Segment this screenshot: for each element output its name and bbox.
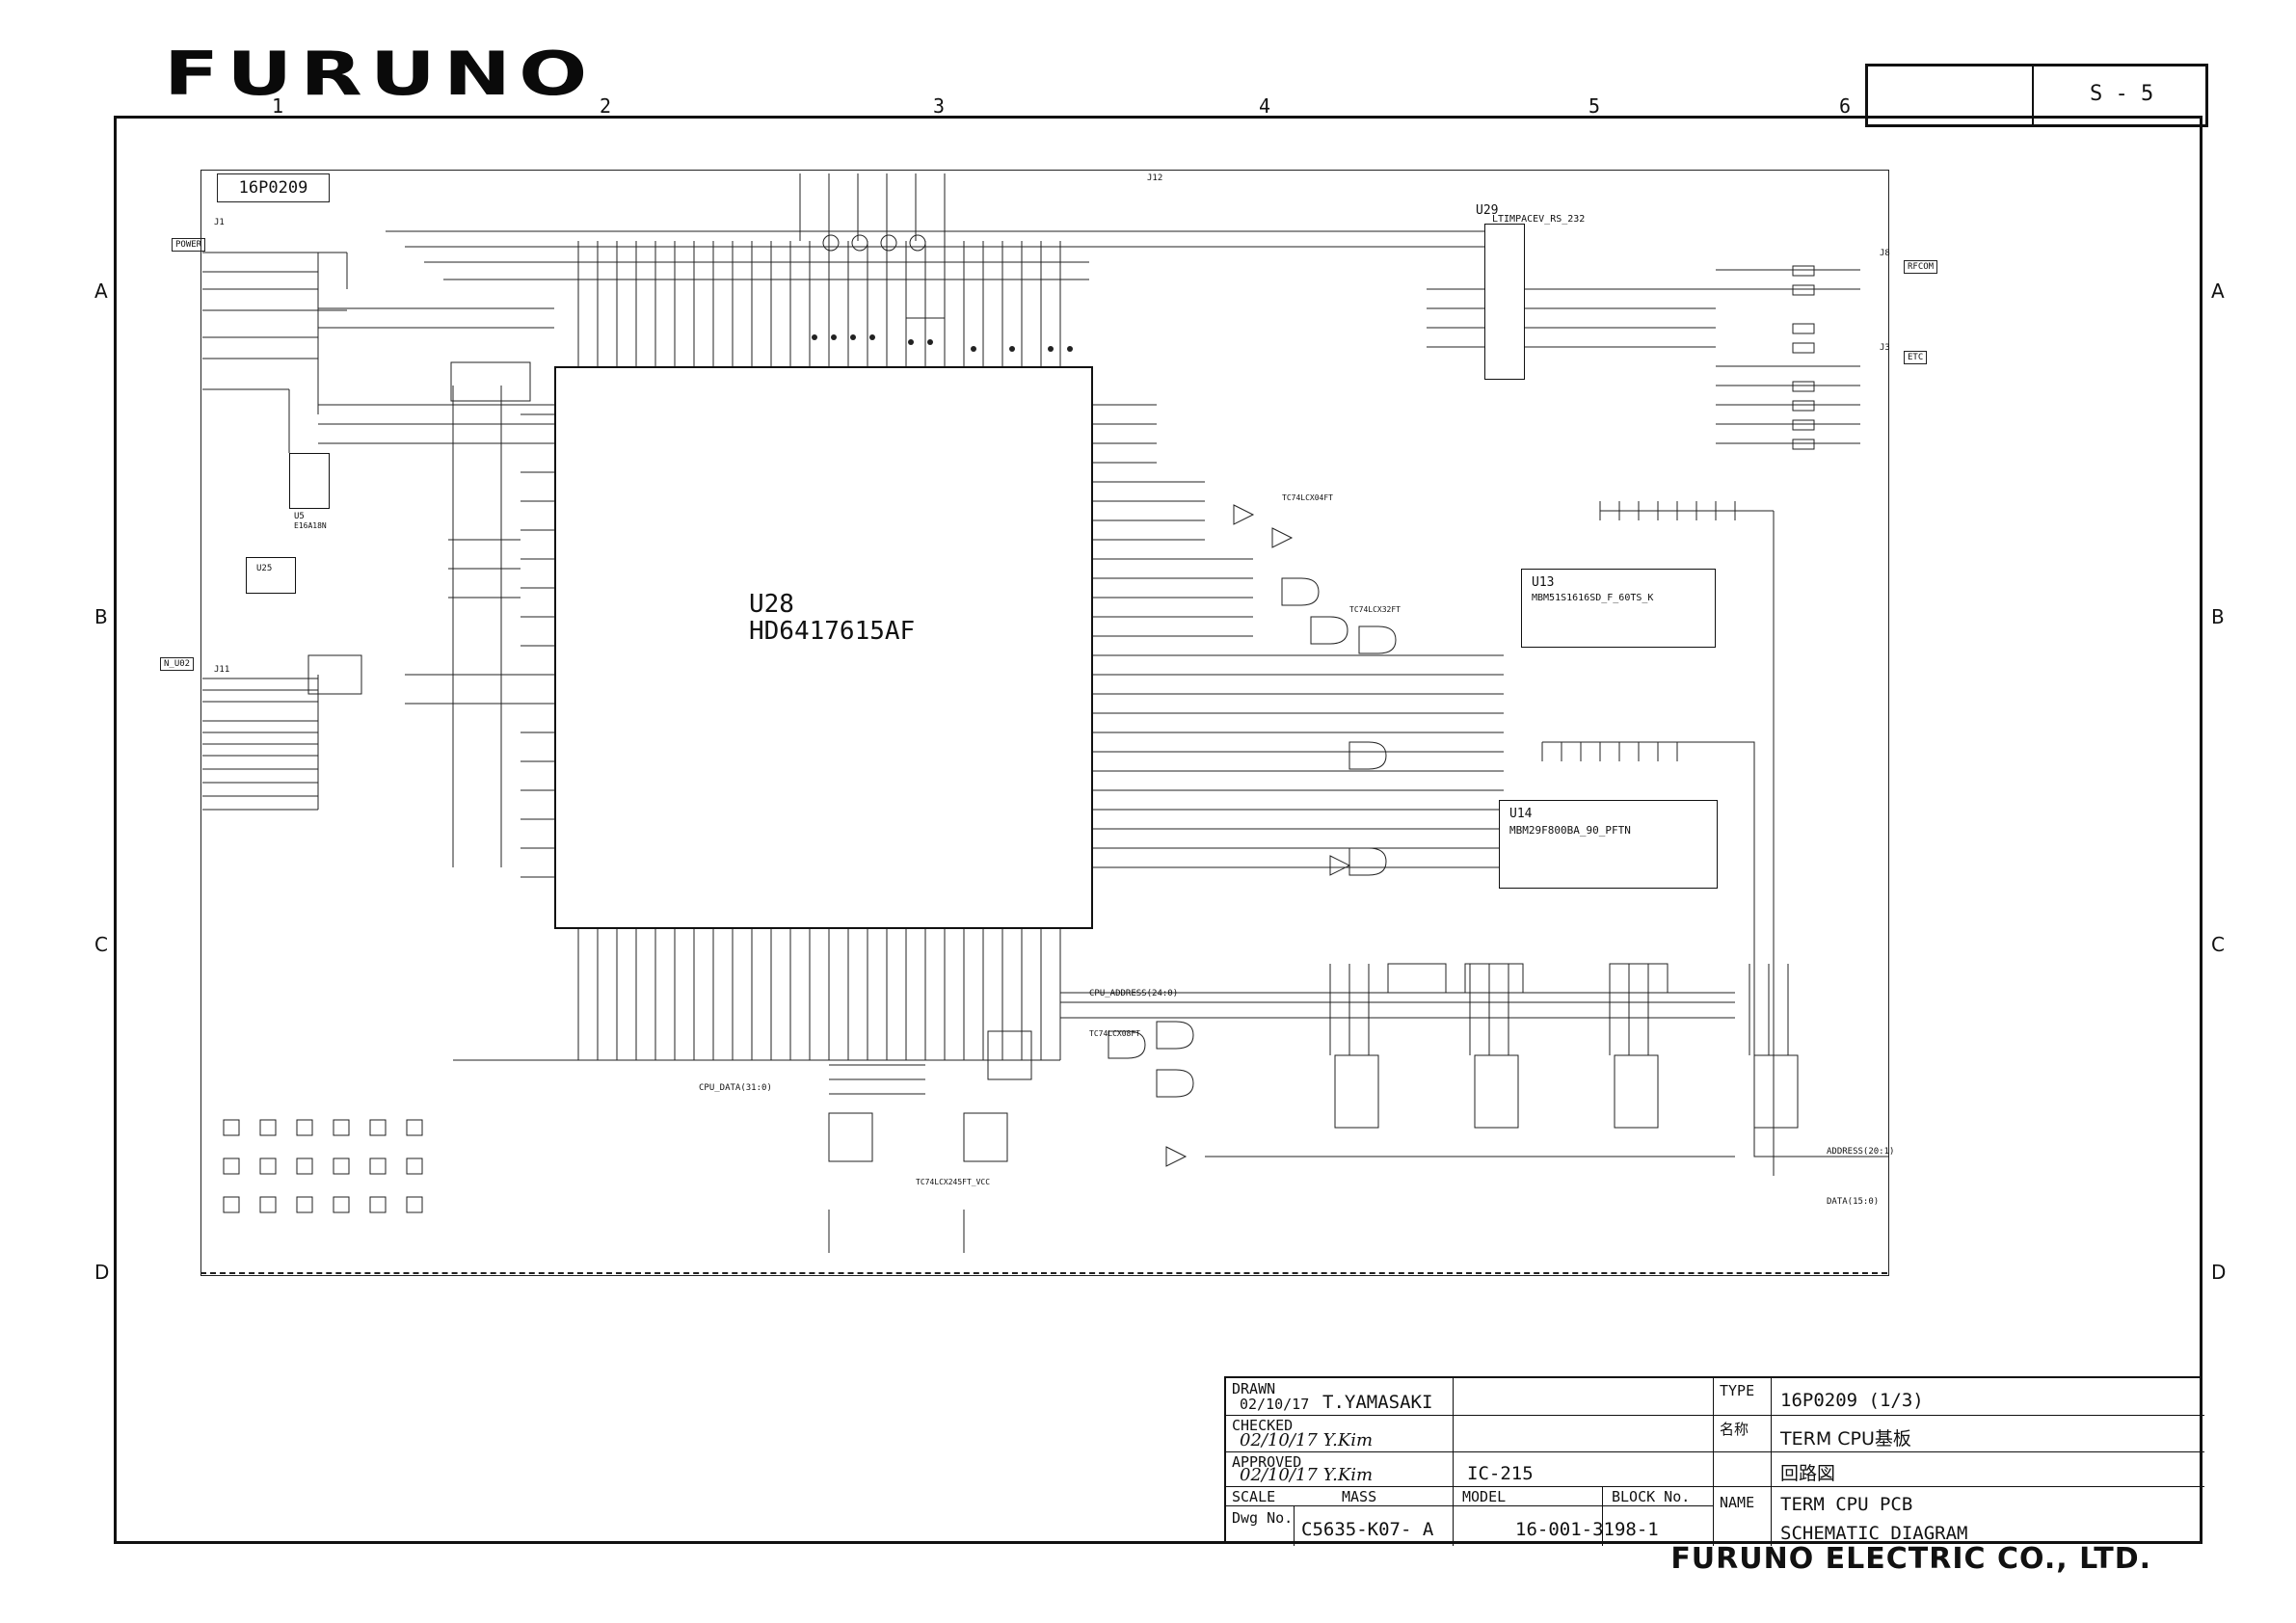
tb-vline-3: [1771, 1378, 1772, 1546]
tb-line-3: [1226, 1486, 2204, 1487]
net-rfcom: RFCOM: [1904, 260, 1938, 274]
column-6: 6: [1839, 94, 1852, 118]
gate-label-32: TC74LCX32FT: [1349, 605, 1401, 614]
net-etc: ETC: [1904, 351, 1928, 364]
net-cpu-data: CPU_DATA(31:0): [699, 1083, 772, 1093]
tb-diagram-jp: 回路図: [1780, 1463, 1836, 1484]
tb-line-1: [1226, 1415, 1713, 1416]
pcb-tag: 16P0209: [217, 173, 330, 202]
tb-scale-label: SCALE: [1232, 1488, 1276, 1505]
tb-vline-4: [1294, 1505, 1295, 1546]
net-n-u02: N_U02: [160, 657, 195, 671]
gate-label-04: TC74LCX04FT: [1282, 493, 1333, 502]
tb-checked-signature: 02/10/17 Y.Kim: [1240, 1430, 1374, 1450]
net-power: POWER: [172, 238, 206, 252]
column-1: 1: [272, 94, 284, 118]
net-data: DATA(15:0): [1827, 1197, 1880, 1207]
row-c-left: C: [94, 933, 108, 956]
net-address: ADDRESS(20:1): [1827, 1147, 1895, 1157]
tb-type-value: 16P0209 (1/3): [1780, 1390, 1924, 1411]
tb-line-6: [1713, 1451, 2204, 1452]
connector-j1: J1: [214, 218, 225, 227]
ic-u5: U5 E16A18N: [289, 453, 330, 530]
net-cpu-address: CPU_ADDRESS(24:0): [1089, 989, 1179, 998]
row-b-right: B: [2211, 605, 2225, 628]
row-b-left: B: [94, 605, 108, 628]
connector-j12: J12: [1147, 173, 1163, 183]
tb-name-jp: TERM CPU基板: [1780, 1428, 1911, 1450]
main-cpu-part: HD6417615AF: [749, 617, 916, 646]
tb-drawn-date: 02/10/17: [1240, 1396, 1310, 1413]
drawing-frame: [114, 116, 2203, 1544]
tb-drawn-label: DRAWN: [1232, 1380, 1276, 1397]
sheet-box-divider: [2032, 67, 2034, 124]
gate-label-245: TC74LCX245FT_VCC: [916, 1178, 991, 1186]
rs232-ic-u29: U29: [1476, 203, 1525, 380]
title-block: DRAWN 02/10/17 T.YAMASAKI CHECKED 02/10/…: [1224, 1376, 2204, 1546]
furuno-logo: FURUNO: [164, 39, 596, 109]
row-a-left: A: [94, 279, 108, 303]
connector-j11: J11: [214, 665, 230, 675]
tb-checked-label: CHECKED: [1232, 1417, 1294, 1434]
tb-type-label: TYPE: [1720, 1382, 1755, 1399]
maker-name: FURUNO ELECTRIC CO., LTD.: [1670, 1542, 2151, 1576]
column-3: 3: [933, 94, 946, 118]
connector-j8: J8: [1880, 249, 1890, 258]
column-2: 2: [600, 94, 612, 118]
tb-model-label: MODEL: [1462, 1488, 1507, 1505]
row-d-right: D: [2211, 1261, 2227, 1284]
tb-line-5: [1713, 1415, 2204, 1416]
gate-label-08: TC74LCX08FT: [1089, 1029, 1140, 1038]
sheet-number: S - 5: [2090, 82, 2154, 106]
tb-line-2: [1226, 1451, 1713, 1452]
schematic-area: [200, 170, 1889, 1276]
tb-mass-label: MASS: [1342, 1488, 1377, 1505]
row-d-left: D: [94, 1261, 110, 1284]
column-5: 5: [1589, 94, 1601, 118]
column-4: 4: [1259, 94, 1271, 118]
tb-approved-signature: 02/10/17 Y.Kim: [1240, 1465, 1374, 1485]
sdram-ic-u13: U13 MBM51S1616SD_F_60TS_K: [1521, 569, 1716, 648]
tb-dwg-label: Dwg No.: [1232, 1509, 1294, 1527]
row-a-right: A: [2211, 279, 2225, 303]
tb-drawn-by: T.YAMASAKI: [1322, 1392, 1433, 1413]
connector-j3: J3: [1880, 343, 1890, 353]
tb-block-label: BLOCK No.: [1612, 1488, 1691, 1505]
tb-vline-5: [1602, 1486, 1603, 1546]
tb-name-label: NAME: [1720, 1494, 1755, 1511]
tb-dwg-value: C5635-K07- A: [1301, 1519, 1434, 1540]
tb-block-value: 16-001-3198-1: [1515, 1519, 1659, 1540]
tb-diagram-en: SCHEMATIC DIAGRAM: [1780, 1523, 1968, 1544]
flash-ic-u14: U14 MBM29F800BA_90_PFTN: [1499, 800, 1718, 889]
tb-vline-1: [1453, 1378, 1454, 1546]
tb-meisho-label: 名称: [1720, 1421, 1749, 1438]
sheet-number-box: S - 5: [1865, 64, 2208, 127]
main-cpu-u28: U28 HD6417615AF: [554, 366, 1093, 929]
main-cpu-ref: U28: [749, 590, 794, 619]
tb-model-value: IC-215: [1467, 1463, 1534, 1484]
tb-name-en: TERM CPU PCB: [1780, 1494, 1913, 1515]
pcb-boundary-dashed: [200, 1272, 1887, 1274]
rs232-ic-part: LTIMPACEV_RS_232: [1492, 214, 1586, 225]
tb-vline-2: [1713, 1378, 1714, 1546]
oscillator-u25: U25: [246, 557, 296, 594]
tb-line-4: [1226, 1505, 1713, 1506]
row-c-right: C: [2211, 933, 2225, 956]
tb-approved-label: APPROVED: [1232, 1453, 1302, 1471]
